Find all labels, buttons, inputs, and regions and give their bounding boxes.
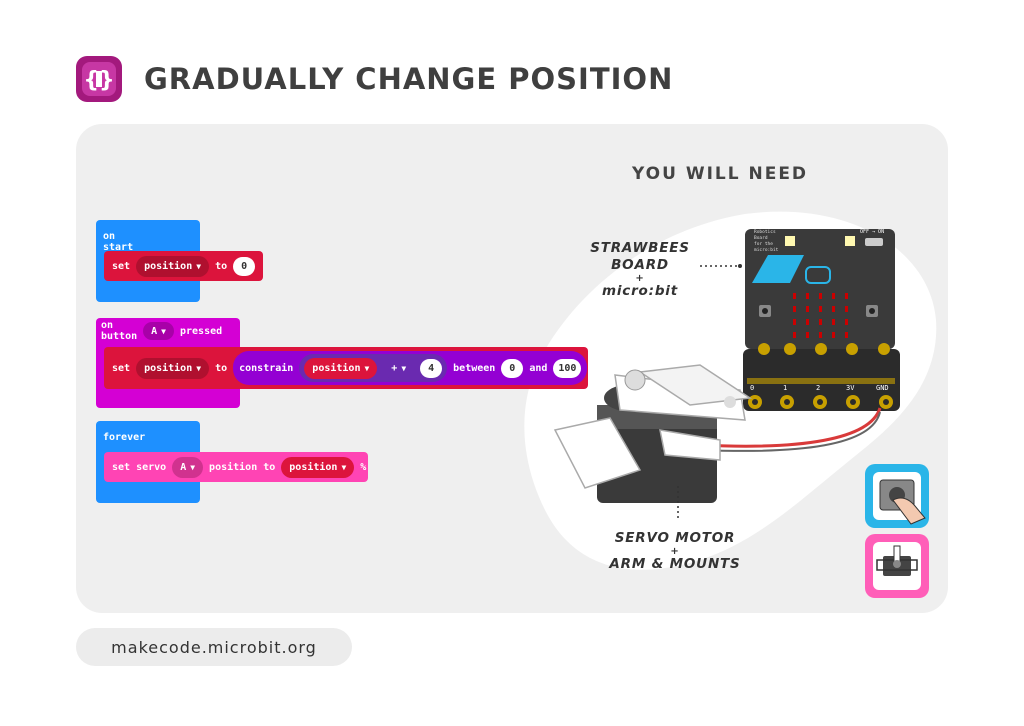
start-value-input[interactable]: 0 — [233, 256, 256, 276]
position-variable-dropdown[interactable]: position▼ — [136, 255, 210, 277]
footer-url[interactable]: makecode.microbit.org — [76, 628, 352, 666]
percent-sign: % — [360, 461, 367, 473]
forever-label: forever — [103, 432, 146, 443]
servo-motor-label: SERVO MOTOR + ARM & MOUNTS — [609, 530, 741, 572]
constrain-block[interactable]: constrain position▼ +▼ 4 between 0 and 1… — [233, 351, 588, 385]
makecode-logo-icon: {} — [76, 56, 122, 102]
to-keyword: to — [215, 260, 228, 272]
on-start-label: on start — [103, 231, 134, 253]
constrain-keyword: constrain — [239, 362, 294, 374]
and-keyword: and — [529, 362, 548, 374]
servo-category-icon[interactable] — [865, 534, 929, 598]
set-keyword: set — [112, 260, 131, 272]
power-switch-label: OFF → ON — [860, 229, 885, 235]
on-button-label: on button — [101, 320, 138, 342]
high-input[interactable]: 100 — [553, 358, 582, 378]
low-input[interactable]: 0 — [501, 358, 524, 378]
to-keyword: to — [215, 362, 228, 374]
position-to-keyword: position to — [209, 461, 276, 473]
pressed-label: pressed — [179, 325, 223, 337]
page-title: GRADUALLY CHANGE POSITION — [144, 62, 674, 96]
operator-dropdown[interactable]: +▼ — [383, 357, 415, 379]
between-keyword: between — [453, 362, 496, 374]
set-keyword: set — [112, 362, 131, 374]
button-dropdown[interactable]: A▼ — [143, 322, 174, 340]
increment-input[interactable]: 4 — [420, 358, 443, 378]
position-variable-dropdown[interactable]: position▼ — [136, 357, 210, 379]
header: {} GRADUALLY CHANGE POSITION — [76, 56, 674, 102]
input-category-icon[interactable] — [865, 464, 929, 528]
position-reporter[interactable]: position▼ — [304, 357, 378, 379]
addition-block[interactable]: position▼ +▼ 4 — [299, 354, 448, 382]
servo-dropdown[interactable]: A▼ — [172, 456, 204, 478]
position-reporter[interactable]: position▼ — [281, 456, 355, 478]
set-servo-keyword: set servo — [112, 461, 167, 473]
you-will-need-heading: YOU WILL NEED — [631, 164, 809, 184]
strawbees-board-label: STRAWBEES BOARD + micro:bit — [590, 240, 690, 299]
